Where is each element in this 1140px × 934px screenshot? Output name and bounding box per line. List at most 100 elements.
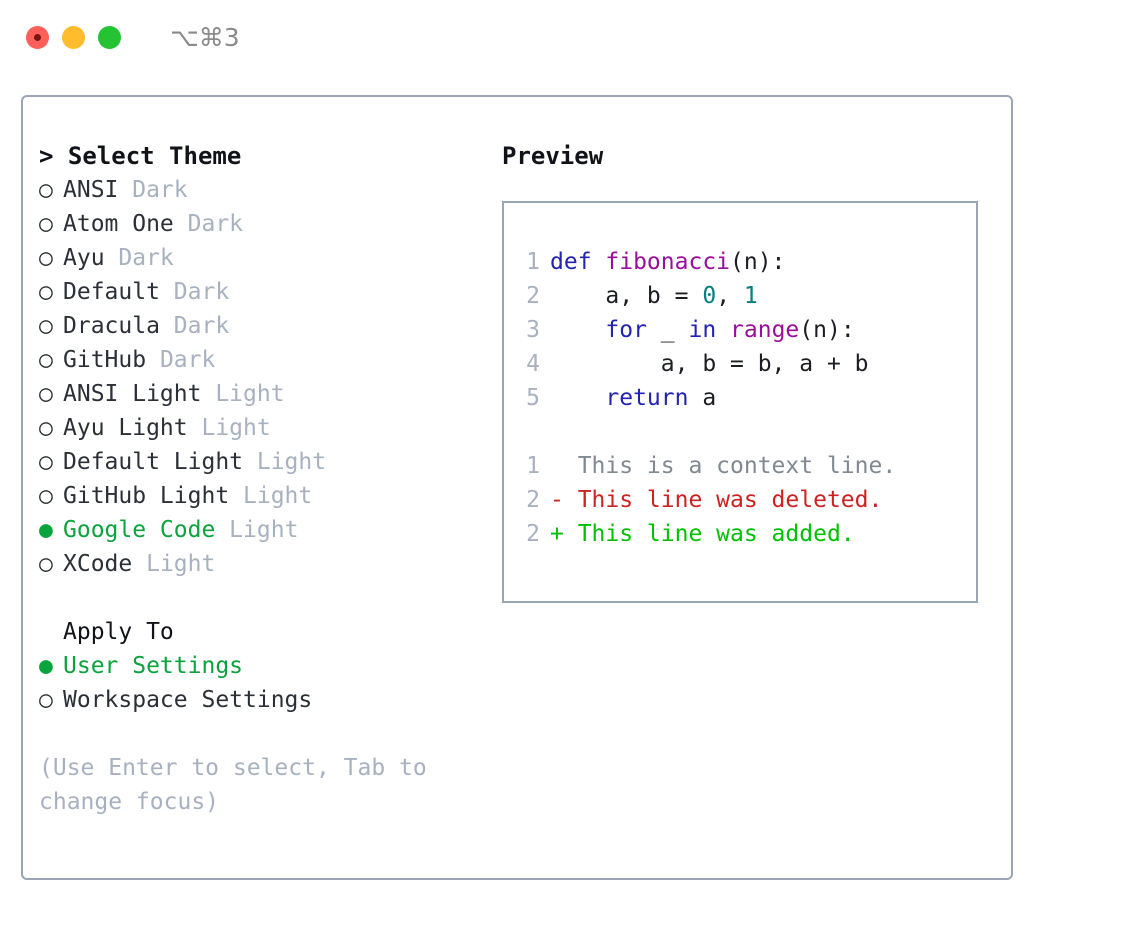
theme-variant-label: Dark (173, 211, 244, 237)
theme-option-row[interactable]: ○ Default Light Light (39, 445, 499, 479)
minimize-window-button[interactable] (62, 26, 85, 49)
code-token: This is a context line. (550, 453, 897, 479)
code-token: for (605, 317, 647, 343)
apply-to-option-label: Workspace Settings (63, 687, 313, 713)
radio-unselected-icon[interactable]: ○ (39, 483, 53, 509)
code-token: 0 (702, 283, 717, 309)
spacer (39, 581, 499, 615)
tui-main-pane: > Select Theme ○ANSI Dark○Atom One Dark○… (21, 95, 1013, 880)
radio-unselected-icon[interactable]: ○ (39, 347, 53, 373)
theme-option-label: Ayu Light (63, 415, 188, 441)
zoom-window-button[interactable] (98, 26, 121, 49)
theme-option-row[interactable]: ○ Ayu Dark (39, 241, 499, 275)
theme-variant-label: Dark (118, 177, 188, 203)
radio-unselected-icon[interactable]: ○ (39, 415, 53, 441)
diff-line: 1 This is a context line. (514, 449, 896, 483)
theme-option-row[interactable]: ○ Atom One Dark (39, 207, 499, 241)
radio-unselected-icon[interactable]: ○ (39, 381, 53, 407)
apply-to-option-label: User Settings (63, 653, 244, 679)
theme-option-row[interactable]: ○ Dracula Dark (39, 309, 499, 343)
theme-option-label: XCode (63, 551, 133, 577)
radio-unselected-icon[interactable]: ○ (39, 551, 53, 577)
theme-variant-label: Dark (146, 347, 216, 373)
code-line: 4 a, b = b, a + b (514, 347, 896, 381)
code-line: 2 a, b = 0, 1 (514, 279, 896, 313)
code-token: fibonacci (605, 249, 731, 275)
theme-variant-label: Dark (159, 313, 230, 339)
theme-variant-label: Light (187, 415, 271, 441)
theme-variant-label: Dark (159, 279, 230, 305)
theme-option-row[interactable]: ○GitHub Light Light (39, 479, 499, 513)
radio-unselected-icon[interactable]: ○ (39, 449, 53, 475)
line-number: 2 (526, 283, 540, 309)
line-number: 4 (526, 351, 540, 377)
theme-option-row[interactable]: ● Google Code Light (39, 513, 499, 547)
code-line: 1 def fibonacci(n): (514, 245, 896, 279)
code-token: return (605, 385, 689, 411)
code-token: def (550, 249, 606, 275)
theme-variant-label: Light (229, 483, 313, 509)
theme-variant-label: Light (243, 449, 327, 475)
line-number: 1 (526, 453, 540, 479)
code-token: , (716, 283, 744, 309)
theme-option-row[interactable]: ○ ANSI Dark (39, 173, 499, 207)
radio-unselected-icon[interactable]: ○ (39, 687, 53, 713)
radio-unselected-icon[interactable]: ○ (39, 313, 53, 339)
code-token (716, 317, 730, 343)
code-token: in (688, 317, 717, 343)
theme-option-label: Default (63, 279, 160, 305)
select-theme-heading: > Select Theme (39, 142, 242, 170)
apply-to-option-row[interactable]: ○ Workspace Settings (39, 683, 499, 717)
theme-option-label: ANSI (63, 177, 119, 203)
apply-to-option-row[interactable]: ● User Settings (39, 649, 499, 683)
radio-unselected-icon[interactable]: ○ (39, 279, 53, 305)
code-line: 5 return a (514, 381, 896, 415)
theme-variant-label: Light (201, 381, 285, 407)
close-window-button[interactable] (26, 26, 49, 49)
title-bar: ⌥⌘3 (0, 0, 1140, 78)
theme-option-label: ANSI Light (63, 381, 202, 407)
theme-variant-label: Light (215, 517, 299, 543)
apply-to-list: ● User Settings ○ Workspace Settings (39, 649, 499, 717)
theme-option-label: GitHub (63, 347, 147, 373)
code-token: a, b = b, a + b (550, 351, 869, 377)
code-token: _ (646, 317, 689, 343)
code-token: (n): (730, 249, 786, 275)
preview-heading: Preview (502, 142, 604, 170)
theme-option-label: Dracula (63, 313, 160, 339)
theme-option-label: Ayu (63, 245, 105, 271)
theme-variant-label: Dark (104, 245, 174, 271)
line-number: 1 (526, 249, 540, 275)
spacer (39, 717, 499, 751)
line-number: 5 (526, 385, 540, 411)
line-number: 3 (526, 317, 540, 343)
code-token: 1 (743, 283, 758, 309)
theme-option-label: Atom One (63, 211, 174, 237)
radio-selected-icon[interactable]: ● (39, 517, 53, 543)
theme-option-row[interactable]: ○ Ayu Light Light (39, 411, 499, 445)
code-token: + This line was added. (550, 521, 855, 547)
code-token: (n): (799, 317, 855, 343)
theme-option-label: Default Light (63, 449, 244, 475)
theme-option-label: Google Code (63, 517, 216, 543)
keyboard-hint-text: (Use Enter to select, Tab to change focu… (39, 755, 441, 815)
code-token (550, 317, 605, 343)
diff-line: 2- This line was deleted. (514, 483, 896, 517)
code-token: a, b = (550, 283, 703, 309)
radio-unselected-icon[interactable]: ○ (39, 211, 53, 237)
radio-selected-icon[interactable]: ● (39, 653, 53, 679)
keyboard-shortcut-label: ⌥⌘3 (170, 23, 240, 52)
theme-option-row[interactable]: ○ Default Dark (39, 275, 499, 309)
radio-unselected-icon[interactable]: ○ (39, 245, 53, 271)
theme-selection-column: > Select Theme ○ANSI Dark○Atom One Dark○… (39, 139, 499, 819)
code-token: a (688, 385, 717, 411)
line-number: 2 (526, 487, 540, 513)
radio-unselected-icon[interactable]: ○ (39, 177, 53, 203)
theme-option-row[interactable]: ○ ANSI Light Light (39, 377, 499, 411)
theme-option-row[interactable]: ○ GitHub Dark (39, 343, 499, 377)
theme-option-row[interactable]: ○XCode Light (39, 547, 499, 581)
